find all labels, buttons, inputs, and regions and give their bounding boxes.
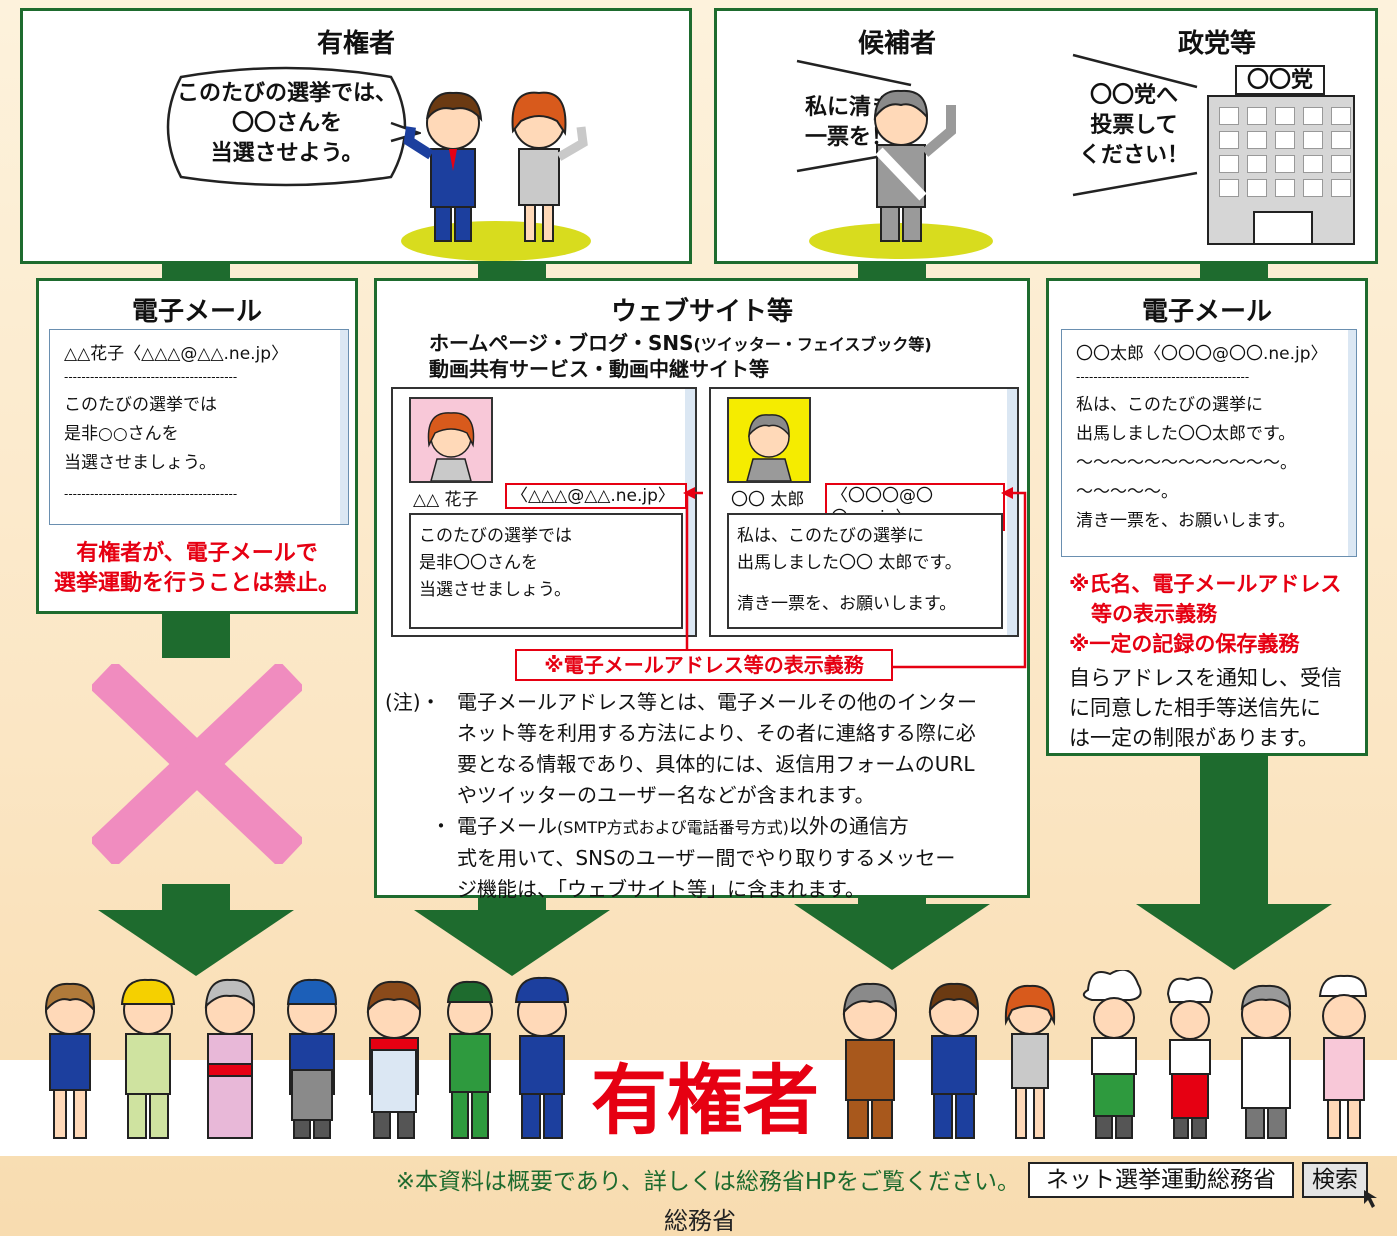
connector-left-top bbox=[162, 264, 230, 278]
prohibited-x-icon bbox=[92, 664, 302, 864]
connector-web-left-low bbox=[478, 898, 546, 912]
candidate-title: 候補者 bbox=[857, 29, 936, 59]
left-email-divider: ---------------------------------------- bbox=[64, 370, 238, 384]
website-note-prefix: (注)・ bbox=[385, 690, 441, 714]
voter-panel: 有権者 このたびの選挙では、 〇〇さんを 当選させよう。 bbox=[20, 8, 692, 264]
card-voter-address: 〈△△△@△△.ne.jp〉 bbox=[505, 483, 687, 509]
candidate-avatar bbox=[727, 397, 811, 483]
down-arrow-3-icon bbox=[794, 904, 990, 970]
down-arrow-1-icon bbox=[98, 910, 294, 976]
right-email-obligations: ※氏名、電子メールアドレス 等の表示義務 ※一定の記録の保存義務 bbox=[1069, 572, 1342, 656]
right-email-note: 自らアドレスを通知し、受信 に同意した相手等送信先に は一定の制限があります。 bbox=[1069, 666, 1342, 750]
party-sign: 〇〇党 bbox=[1235, 65, 1325, 95]
website-subtitle-2: 動画共有サービス・動画中継サイト等 bbox=[429, 357, 769, 381]
party-speech-lines bbox=[1072, 53, 1198, 197]
search-box[interactable]: ネット選挙運動総務省 bbox=[1028, 1162, 1294, 1198]
voters-crowd-illustration bbox=[44, 970, 1368, 1139]
left-email-warning: 有権者が、電子メールで 選挙運動を行うことは禁止。 bbox=[53, 541, 340, 596]
connector-right-mid bbox=[1200, 756, 1268, 906]
card-candidate-message: 私は、このたびの選挙に 出馬しました〇〇 太郎です。 清き一票を、お願いします。 bbox=[727, 513, 1003, 629]
party-building bbox=[1207, 95, 1355, 245]
party-title: 政党等 bbox=[1177, 29, 1256, 59]
website-note-2-bullet: ・ bbox=[431, 814, 451, 838]
right-email-header: 〇〇太郎〈〇〇〇@〇〇.ne.jp〉 bbox=[1076, 344, 1328, 364]
website-note-2: 電子メール(SMTP方式および電話番号方式)以外の通信方 式を用いて、SNSのユ… bbox=[457, 814, 956, 901]
speech-bubble bbox=[166, 66, 421, 187]
voter-panel-title: 有権者 bbox=[316, 29, 395, 59]
connector-right-top bbox=[1200, 264, 1268, 278]
right-email-panel: 電子メール 〇〇太郎〈〇〇〇@〇〇.ne.jp〉 ---------------… bbox=[1046, 278, 1368, 756]
card-voter-name: △△ 花子 bbox=[413, 490, 479, 510]
ministry-label: 総務省 bbox=[664, 1207, 736, 1235]
website-note-1: 電子メールアドレス等とは、電子メールその他のインター ネット等を利用する方法によ… bbox=[457, 690, 977, 807]
right-email-window: 〇〇太郎〈〇〇〇@〇〇.ne.jp〉 ---------------------… bbox=[1061, 329, 1357, 557]
woman-avatar-icon bbox=[427, 412, 475, 482]
voter-couple-illustration bbox=[401, 91, 591, 261]
down-arrow-2-icon bbox=[414, 910, 610, 976]
left-email-panel: 電子メール △△花子〈△△△@△△.ne.jp〉 ---------------… bbox=[36, 278, 358, 614]
website-card-voter: △△ 花子 〈△△△@△△.ne.jp〉 このたびの選挙では 是非〇〇さんを 当… bbox=[391, 387, 697, 637]
cursor-arrow-icon bbox=[1364, 1190, 1377, 1208]
connector-left-low bbox=[162, 884, 230, 912]
left-email-header: △△花子〈△△△@△△.ne.jp〉 bbox=[64, 344, 289, 364]
search-button[interactable]: 検索 bbox=[1302, 1162, 1368, 1198]
candidate-illustration bbox=[809, 89, 993, 259]
card-candidate-name: 〇〇 太郎 bbox=[731, 490, 805, 510]
left-email-window: △△花子〈△△△@△△.ne.jp〉 ---------------------… bbox=[49, 329, 349, 525]
left-email-title: 電子メール bbox=[131, 297, 262, 327]
website-panel: ウェブサイト等 ホームページ・ブログ・SNS(ツイッター・フェイスブック等) 動… bbox=[374, 278, 1030, 901]
right-email-title: 電子メール bbox=[1141, 297, 1272, 327]
email-address-display-label: ※電子メールアドレス等の表示義務 bbox=[515, 649, 893, 681]
man-avatar-icon bbox=[746, 414, 792, 482]
party-speech-text: 〇〇党へ 投票して ください！ bbox=[1078, 83, 1189, 168]
footer-note: ※本資料は概要であり、詳しくは総務省HPをご覧ください。 bbox=[395, 1169, 1020, 1195]
voter-avatar bbox=[409, 397, 493, 483]
website-title: ウェブサイト等 bbox=[610, 297, 793, 327]
voters-big-label: 有権者 bbox=[591, 1056, 819, 1145]
voter-speech-text: このたびの選挙では、 〇〇さんを 当選させよう。 bbox=[176, 81, 397, 166]
right-email-divider: ---------------------------------------- bbox=[1076, 370, 1250, 384]
candidate-party-panel: 候補者 政党等 私に清き 一票を！ 〇〇党へ 投票して ください！ 〇〇党 bbox=[714, 8, 1378, 264]
connector-mid-top-right bbox=[858, 264, 926, 280]
website-card-candidate: 〇〇 太郎 〈〇〇〇@〇〇.ne.jp〉 私は、このたびの選挙に 出馬しました〇… bbox=[709, 387, 1019, 637]
connector-left-mid bbox=[162, 614, 230, 658]
website-subtitle-1: ホームページ・ブログ・SNS(ツイッター・フェイスブック等) bbox=[429, 331, 932, 355]
card-voter-message: このたびの選挙では 是非〇〇さんを 当選させましょう。 bbox=[409, 513, 683, 629]
connector-mid-top-left bbox=[478, 264, 546, 280]
down-arrow-4-icon bbox=[1136, 904, 1332, 970]
